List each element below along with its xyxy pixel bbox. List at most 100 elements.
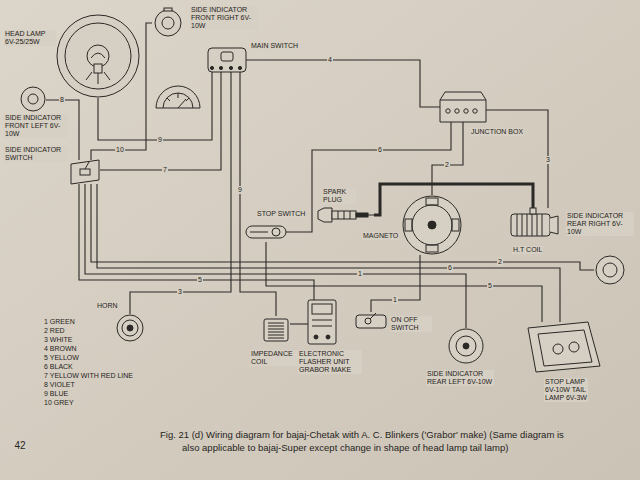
impedance-coil-part xyxy=(264,319,288,341)
head-lamp-part xyxy=(104,72,110,80)
magneto-part xyxy=(412,205,452,245)
wire-number: 3 xyxy=(545,156,551,164)
part-label: MAIN SWITCH xyxy=(250,42,299,50)
junction-box-part xyxy=(446,109,450,113)
spark-plug-part xyxy=(318,208,332,222)
dial-tick xyxy=(167,98,170,101)
flasher-unit-part xyxy=(326,335,330,339)
wire xyxy=(266,242,542,322)
legend-text: 5 YELLOW xyxy=(44,354,79,361)
flasher-unit-part xyxy=(312,320,332,321)
indicator-lamp-symbol xyxy=(20,86,46,112)
wire xyxy=(246,60,440,107)
wire-number: 8 xyxy=(59,96,65,104)
ht-coil-part xyxy=(550,216,558,234)
junction-box-part xyxy=(464,109,468,113)
head-lamp-symbol xyxy=(56,14,140,98)
indicator-lamp-part xyxy=(596,256,624,284)
wire-number: 5 xyxy=(197,276,203,284)
impedance-coil-part xyxy=(268,332,284,333)
flasher-unit-part xyxy=(308,300,336,344)
indicator-lamp-part xyxy=(456,336,476,356)
indicator-lamp: SIDE INDICATOR FRONT RIGHT 6V-10W xyxy=(152,8,184,38)
stop-tail-lamp-part xyxy=(553,344,563,354)
spark-plug-part xyxy=(338,211,339,219)
horn-part xyxy=(127,325,133,331)
legend-entry: 7 YELLOW WITH RED LINE xyxy=(44,372,133,380)
impedance-coil-symbol xyxy=(262,316,290,344)
stop-switch-part xyxy=(272,228,280,236)
horn-part xyxy=(122,320,138,336)
impedance-coil-part xyxy=(268,335,284,336)
legend-text: 8 VIOLET xyxy=(44,381,75,388)
indicator-lamp-part xyxy=(155,10,181,36)
legend-text: 3 WHITE xyxy=(44,336,72,343)
magneto-part xyxy=(426,245,438,252)
ht-coil-part xyxy=(517,214,518,236)
main-switch-part xyxy=(238,66,241,69)
ht-coil-part xyxy=(522,214,523,236)
legend-text: 2 RED xyxy=(44,327,65,334)
indicator-switch-part xyxy=(71,160,99,184)
impedance-coil-part xyxy=(268,326,284,327)
ht-coil-part xyxy=(527,214,528,236)
part-label: SIDE INDICATOR SWITCH xyxy=(4,146,68,162)
spark-plug-part xyxy=(356,213,368,217)
legend-entry: 8 VIOLET xyxy=(44,381,75,389)
horn: HORN xyxy=(116,314,144,342)
head-lamp-part xyxy=(98,73,99,84)
spark-plug-part xyxy=(332,211,356,219)
impedance-coil-part xyxy=(268,329,284,330)
stop-tail-lamp-part xyxy=(528,322,600,372)
horn-part xyxy=(117,315,143,341)
magneto-symbol xyxy=(402,195,462,255)
indicator-lamp-part xyxy=(603,263,617,277)
flasher-unit-part xyxy=(314,335,318,339)
speedometer-dial xyxy=(163,93,193,108)
flasher-unit-symbol xyxy=(308,300,336,344)
junction-box-part xyxy=(440,100,486,101)
impedance-coil-part xyxy=(268,323,284,324)
magneto-part xyxy=(405,219,412,231)
part-label: SIDE INDICATOR REAR RIGHT 6V-10W xyxy=(566,212,634,236)
main-switch-symbol xyxy=(208,48,246,72)
head-lamp-part xyxy=(94,64,102,73)
head-lamp: HEAD LAMP 6V-25/25W xyxy=(56,14,140,98)
ht-coil-part xyxy=(530,208,536,214)
horn-symbol xyxy=(116,314,144,342)
part-label: HORN xyxy=(96,302,119,310)
ht-coil-symbol xyxy=(508,208,558,242)
wire xyxy=(91,184,594,270)
wire-number: 9 xyxy=(157,136,163,144)
spark-plug-part xyxy=(344,211,345,219)
junction-box-symbol xyxy=(440,92,486,122)
indicator-lamp-symbol xyxy=(448,328,484,364)
wire xyxy=(130,72,231,314)
on-off-switch-part xyxy=(365,318,371,324)
stop-switch: STOP SWITCH xyxy=(246,222,286,242)
indicator-lamp-symbol xyxy=(594,255,626,285)
indicator-switch-part xyxy=(80,169,90,175)
magneto-part xyxy=(428,221,436,229)
flasher-unit-part xyxy=(312,326,332,327)
part-label: IMPEDANCE COIL xyxy=(250,350,300,366)
stop-tail-lamp-part xyxy=(569,342,579,352)
wire xyxy=(486,110,548,208)
junction-box-part xyxy=(440,92,486,122)
ht-coil-part xyxy=(511,214,550,236)
flasher-unit: ELECTRONIC FLASHER UNIT GRABOR MAKE xyxy=(308,300,336,344)
wire-number: 2 xyxy=(444,161,450,169)
magneto-part xyxy=(403,196,461,254)
indicator-lamp-symbol xyxy=(152,8,184,38)
legend-entry: 9 BLUE xyxy=(44,390,68,398)
stop-switch-part xyxy=(250,232,268,233)
junction-box-part xyxy=(455,109,459,113)
main-switch-part xyxy=(229,66,232,69)
indicator-lamp-part xyxy=(449,329,483,363)
flasher-unit-part xyxy=(312,304,332,314)
spark-plug-symbol xyxy=(318,208,374,222)
part-label: SIDE INDICATOR FRONT LEFT 6V-10W xyxy=(4,114,68,138)
impedance-coil-part xyxy=(268,338,284,339)
